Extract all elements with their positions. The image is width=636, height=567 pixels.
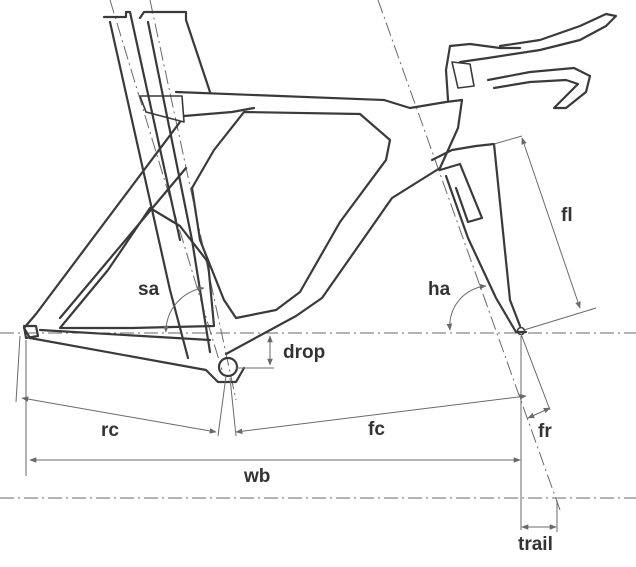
top-tube	[174, 90, 464, 110]
seat-stay-outer	[22, 120, 182, 340]
seatpost-left-inner	[108, 20, 190, 360]
fl-extension-bottom	[523, 307, 597, 331]
fl-extension-top	[493, 135, 523, 145]
chain-stay	[28, 336, 246, 384]
label-trail: trail	[518, 534, 553, 555]
seat-stay-inner	[58, 166, 188, 320]
fr-dimension-line	[527, 407, 551, 419]
fc-dimension-line	[235, 393, 527, 435]
label-rc: rc	[101, 420, 119, 441]
dimension-labels: sa ha fl drop rc fc fr wb trail	[101, 205, 573, 555]
head-tube-inner	[438, 162, 484, 224]
seatpost-axis	[109, 0, 223, 371]
fc-extension-left	[229, 377, 237, 437]
head-tube-axis	[377, 0, 561, 511]
label-ha: ha	[428, 279, 451, 300]
sa-angle-arc	[163, 286, 205, 333]
label-fr: fr	[538, 421, 552, 442]
seat-clamp	[139, 95, 185, 123]
rc-extension-left	[15, 335, 21, 403]
head-tube	[430, 142, 522, 328]
rear-triangle-window	[58, 206, 216, 330]
label-drop: drop	[283, 342, 325, 363]
main-triangle-window	[190, 110, 392, 320]
rear-dropout	[22, 324, 40, 340]
bottom-bracket	[217, 356, 239, 378]
label-sa: sa	[138, 279, 160, 300]
seatpost-right	[138, 10, 212, 94]
aero-bar	[458, 12, 618, 64]
dimension-lines	[15, 135, 597, 532]
top-tube-lower	[182, 106, 256, 118]
stem	[444, 42, 522, 102]
bar-clamp	[451, 61, 475, 89]
fl-dimension-line	[521, 137, 581, 309]
label-wb: wb	[243, 466, 270, 487]
seatpost-left	[102, 10, 182, 242]
rc-dimension-line	[21, 396, 217, 434]
fr-offset-line	[520, 333, 551, 411]
seatpost-right-inner	[146, 20, 212, 354]
aero-bar-lower	[486, 66, 592, 110]
label-fl: fl	[561, 205, 573, 226]
frame-outline	[22, 10, 618, 384]
ha-angle-arc	[446, 283, 487, 331]
chain-stay-top	[38, 328, 212, 342]
rc-extension-right	[217, 375, 227, 437]
fork-blade	[444, 174, 528, 334]
label-fc: fc	[368, 419, 385, 440]
down-tube-outer	[224, 98, 464, 356]
